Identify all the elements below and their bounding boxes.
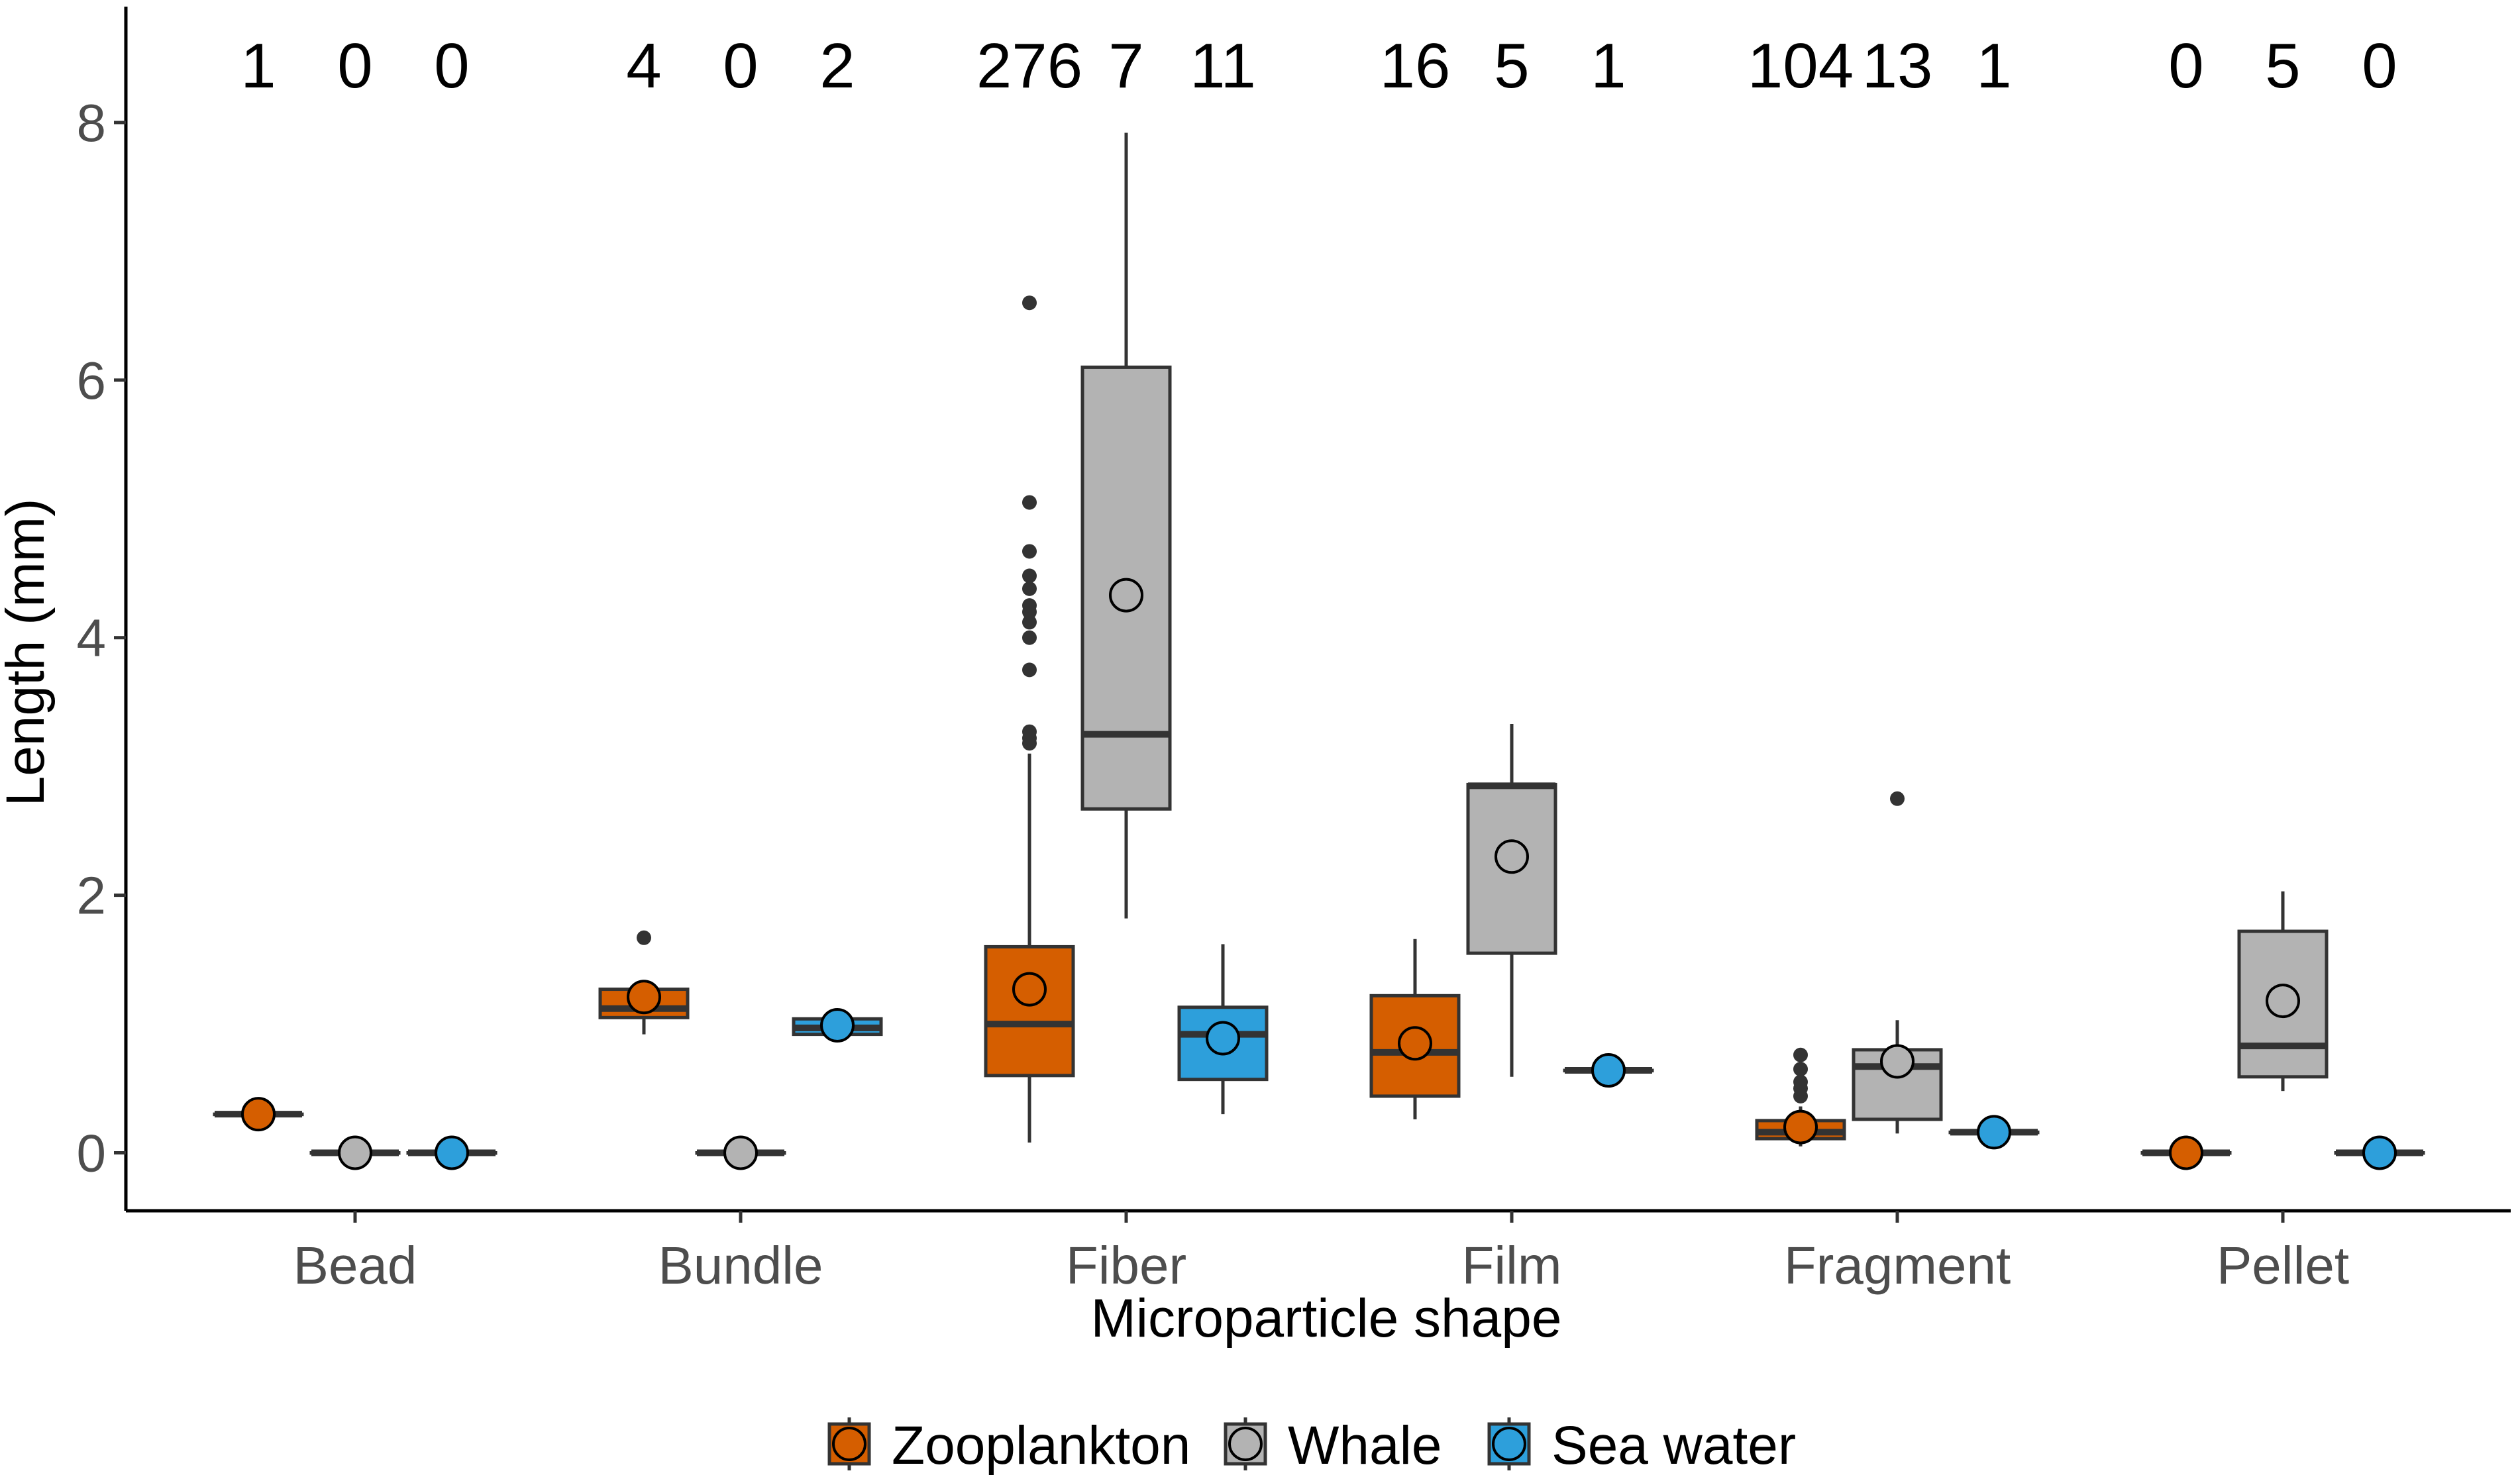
x-tick-label: Fiber xyxy=(1066,1236,1186,1295)
y-tick-label: 4 xyxy=(77,609,107,668)
y-axis-ticks: 0 2 4 6 8 xyxy=(77,93,126,1183)
box-whale-pellet xyxy=(2237,891,2329,1092)
y-tick-label: 6 xyxy=(77,351,107,410)
mean-point xyxy=(1495,839,1529,874)
legend-item-sea-water: Sea water xyxy=(1487,1415,1796,1476)
box-zooplankton-fragment xyxy=(1755,1047,1846,1147)
mean-point xyxy=(1398,1026,1432,1061)
count-label: 0 xyxy=(2362,30,2397,101)
count-label: 0 xyxy=(337,30,372,101)
x-tick-label: Film xyxy=(1461,1236,1561,1295)
count-label: 104 xyxy=(1748,30,1854,101)
box-zooplankton-pellet xyxy=(2140,1135,2232,1170)
mean-point xyxy=(723,1135,758,1170)
box-zooplankton-fiber xyxy=(984,295,1075,1143)
legend-label: Zooplankton xyxy=(892,1415,1190,1476)
outlier-point xyxy=(1022,615,1037,630)
box-sea-water-bundle xyxy=(792,1008,883,1043)
count-label: 7 xyxy=(1108,30,1143,101)
count-label: 0 xyxy=(2168,30,2203,101)
y-tick-label: 8 xyxy=(77,93,107,152)
box-whale-fiber xyxy=(1080,132,1172,919)
count-label: 0 xyxy=(434,30,469,101)
mean-point xyxy=(2169,1135,2203,1170)
box-sea-water-bead xyxy=(406,1135,498,1170)
legend: Zooplankton Whale Sea water xyxy=(827,1415,1796,1476)
box-body xyxy=(984,945,1075,1078)
mean-point xyxy=(627,980,661,1015)
box-sea-water-film xyxy=(1563,1053,1654,1088)
mean-point xyxy=(1977,1115,2011,1150)
x-axis-title: Microparticle shape xyxy=(1091,1288,1562,1349)
legend-item-zooplankton: Zooplankton xyxy=(827,1415,1190,1476)
x-tick-label: Bundle xyxy=(658,1236,823,1295)
count-label: 0 xyxy=(723,30,758,101)
outlier-point xyxy=(1022,581,1037,596)
count-label: 2 xyxy=(819,30,855,101)
outlier-point xyxy=(1022,568,1037,584)
mean-point xyxy=(435,1135,469,1170)
count-label: 5 xyxy=(1494,30,1529,101)
count-label: 276 xyxy=(976,30,1082,101)
outlier-point xyxy=(1022,544,1037,559)
mean-point xyxy=(1109,578,1143,613)
legend-item-whale: Whale xyxy=(1224,1415,1442,1476)
mean-point xyxy=(241,1097,276,1132)
box-sea-water-fiber xyxy=(1177,944,1269,1115)
box-whale-film xyxy=(1466,724,1557,1077)
count-label: 11 xyxy=(1190,30,1256,101)
box-zooplankton-bead xyxy=(213,1097,304,1132)
mean-point xyxy=(2362,1135,2397,1170)
x-tick-label: Bead xyxy=(293,1236,417,1295)
mean-point xyxy=(338,1135,372,1170)
outlier-point xyxy=(1022,295,1037,311)
box-whale-fragment xyxy=(1852,791,1943,1134)
legend-label: Whale xyxy=(1288,1415,1442,1476)
count-label: 1 xyxy=(1591,30,1626,101)
box-sea-water-fragment xyxy=(1948,1115,2040,1150)
outlier-point xyxy=(1022,724,1037,739)
box-whale-bead xyxy=(309,1135,401,1170)
outlier-point xyxy=(1793,1047,1808,1062)
mean-point xyxy=(1206,1021,1240,1056)
outlier-point xyxy=(1022,495,1037,510)
outlier-point xyxy=(1890,791,1905,806)
mean-point xyxy=(820,1008,855,1043)
x-tick-label: Pellet xyxy=(2217,1236,2349,1295)
outlier-point xyxy=(1022,598,1037,613)
x-axis-ticks: Bead Bundle Fiber Film Fragment Pellet xyxy=(293,1211,2349,1295)
mean-point xyxy=(2266,984,2300,1019)
box-sea-water-pellet xyxy=(2334,1135,2425,1170)
count-label: 5 xyxy=(2265,30,2300,101)
y-tick-label: 2 xyxy=(77,866,107,925)
outlier-point xyxy=(1022,630,1037,645)
legend-key-point xyxy=(832,1427,866,1461)
box-zooplankton-film xyxy=(1369,939,1461,1119)
outlier-point xyxy=(1793,1062,1808,1077)
count-label: 4 xyxy=(626,30,661,101)
y-axis-title: Length (mm) xyxy=(0,499,56,807)
outlier-point xyxy=(637,930,651,945)
outlier-point xyxy=(1022,662,1037,678)
legend-label: Sea water xyxy=(1551,1415,1796,1476)
outlier-point xyxy=(1793,1074,1808,1090)
count-label: 1 xyxy=(1976,30,2011,101)
y-tick-label: 0 xyxy=(77,1124,107,1183)
mean-point xyxy=(1783,1109,1818,1145)
mean-point xyxy=(1880,1044,1915,1079)
count-label: 13 xyxy=(1862,30,1933,101)
box-whale-bundle xyxy=(695,1135,786,1170)
legend-key-point xyxy=(1228,1427,1263,1461)
legend-key-point xyxy=(1492,1427,1526,1461)
mean-point xyxy=(1012,972,1047,1007)
count-label: 1 xyxy=(240,30,276,101)
box-zooplankton-bundle xyxy=(598,930,690,1035)
count-label: 16 xyxy=(1380,30,1451,101)
mean-point xyxy=(1591,1053,1626,1088)
x-tick-label: Fragment xyxy=(1784,1236,2011,1295)
plot-marks xyxy=(213,132,2425,1170)
